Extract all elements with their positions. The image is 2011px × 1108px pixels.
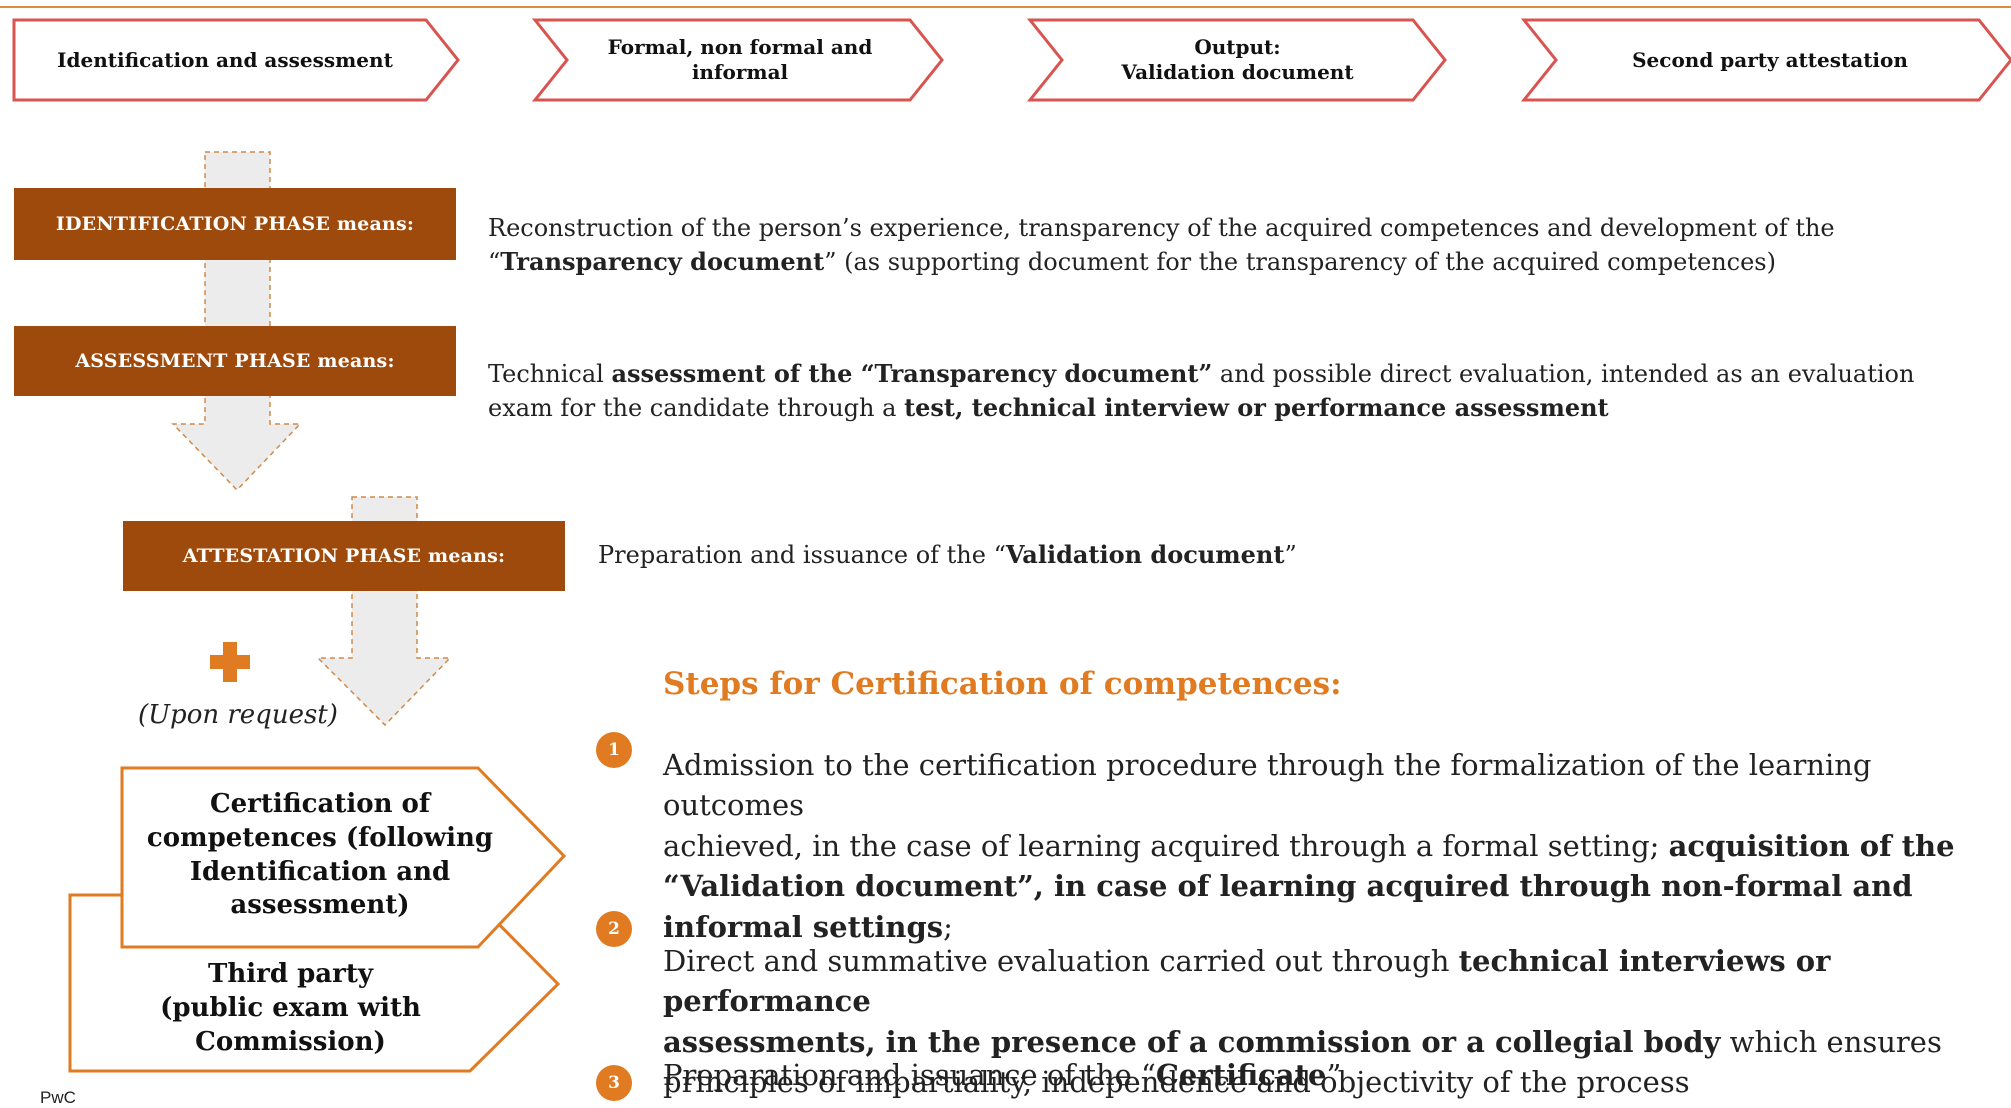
process-chevron-2 <box>531 18 944 102</box>
process-label-formal: Formal, non formal and informal <box>607 35 873 84</box>
process-chevron-4 <box>1520 18 2011 102</box>
process-label-output: Output: Validation document <box>1121 35 1354 84</box>
steps-title: Steps for Certification of competences: <box>663 666 1342 702</box>
assessment-phase-description: Technical assessment of the “Transparenc… <box>488 358 1915 423</box>
certification-box-shape <box>120 766 567 949</box>
identification-phase-box: IDENTIFICATION PHASE means: <box>14 188 456 260</box>
attestation-phase-box: ATTESTATION PHASE means: <box>123 521 565 591</box>
process-chevron-3 <box>1026 18 1447 102</box>
step-2-text: Direct and summative evaluation carried … <box>663 943 1942 1100</box>
step-3-badge: 3 <box>596 1065 632 1101</box>
process-label-identification: Identification and assessment <box>57 47 393 72</box>
step-1-badge: 1 <box>596 732 632 768</box>
footer-brand: PwC <box>40 1088 76 1107</box>
third-party-box-label: Third party (public exam with Commission… <box>160 959 421 1057</box>
process-chevron-1 <box>12 18 460 102</box>
step-3-text: Preparation and issuance of the “Certifi… <box>663 1058 1342 1092</box>
process-label-second-party: Second party attestation <box>1632 47 1908 72</box>
plus-icon <box>210 642 250 682</box>
identification-phase-description: Reconstruction of the person’s experienc… <box>488 213 1835 277</box>
certification-box-label: Certification of competences (following … <box>146 789 494 921</box>
step-1-text: Admission to the certification procedure… <box>663 747 1955 944</box>
top-rule <box>0 6 2011 8</box>
step-2-badge: 2 <box>596 911 632 947</box>
assessment-phase-box: ASSESSMENT PHASE means: <box>14 326 456 396</box>
attestation-phase-description: Preparation and issuance of the “Validat… <box>598 540 1297 569</box>
upon-request-note: (Upon request) <box>138 700 338 730</box>
